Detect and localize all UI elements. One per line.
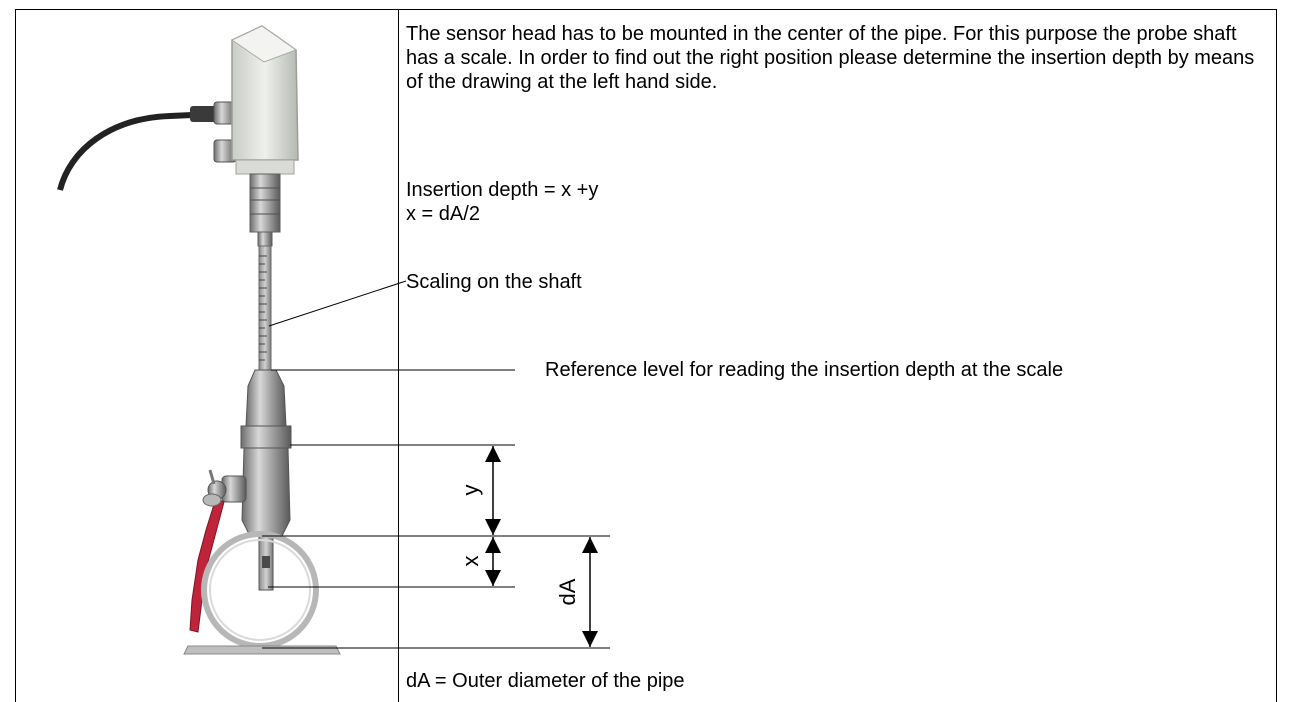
table-left-border — [15, 9, 16, 702]
head-neck — [249, 173, 281, 233]
base-plate — [183, 645, 341, 655]
table-column-divider — [398, 9, 399, 702]
scaling-label: Scaling on the shaft — [406, 271, 582, 293]
x-arrow-top — [485, 537, 501, 553]
y-arrow-bottom — [485, 519, 501, 535]
probe-shaft — [258, 245, 272, 371]
dA-arrow-bottom — [582, 631, 598, 647]
dA-arrow-top — [582, 537, 598, 553]
table-right-border — [1276, 9, 1277, 702]
reference-level-label: Reference level for reading the insertio… — [545, 359, 1064, 381]
dA-dimension-label: dA — [555, 578, 580, 605]
compression-fitting — [245, 369, 287, 427]
cable — [57, 111, 216, 191]
table-top-border — [15, 9, 1277, 10]
y-arrow-top — [485, 446, 501, 462]
scaling-leader-line — [268, 280, 407, 327]
cable-connector — [190, 106, 218, 122]
formula-x: x = dA/2 — [406, 203, 480, 225]
x-arrow-bottom — [485, 570, 501, 586]
formula-insertion-depth: Insertion depth = x +y — [406, 179, 599, 201]
x-dimension-label: x — [458, 556, 483, 567]
y-dimension-label: y — [458, 485, 483, 496]
ball-valve-body — [241, 447, 291, 537]
outer-diameter-caption: dA = Outer diameter of the pipe — [406, 670, 685, 692]
intro-paragraph: The sensor head has to be mounted in the… — [406, 23, 1255, 93]
